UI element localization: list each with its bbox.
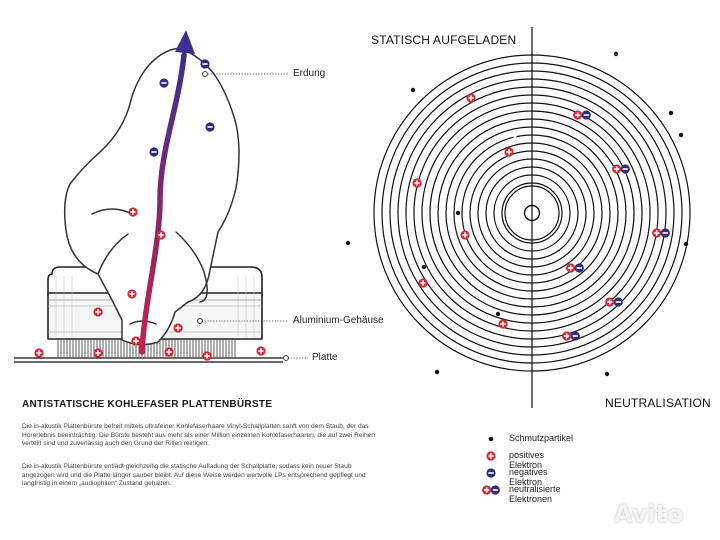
section-title: ANTISTATISCHE KOHLEFASER PLATTENBÜRSTE <box>22 399 273 410</box>
label-platte: Platte <box>312 352 338 363</box>
legend-label: neutralisierte Elektronen <box>509 484 561 504</box>
label-neutralisation: NEUTRALISATION <box>605 396 711 410</box>
dirt-particle-icon <box>478 432 506 446</box>
negative-electron-icon <box>478 466 506 480</box>
dirt-particles <box>345 51 689 377</box>
record-neutralized-pairs <box>562 110 670 340</box>
positive-electron-icon <box>478 449 506 463</box>
legend-symbols <box>482 436 500 495</box>
grounding-arrow <box>139 30 195 355</box>
label-erdung: Erdung <box>293 68 326 79</box>
label-statisch-aufgeladen: STATISCH AUFGELADEN <box>371 33 517 47</box>
legend-label: positives Elektron <box>509 450 545 470</box>
record-highlight <box>513 129 521 139</box>
legend-label: Schmutzpartikel <box>509 433 574 443</box>
callout-leaders <box>202 73 308 359</box>
description-paragraph-1: Die in-akustik Plattenbürste befreit mit… <box>22 423 375 448</box>
description-paragraph-2: Die in-akustik Plattenbürste entlädt gle… <box>22 463 366 488</box>
avito-watermark: Avito <box>614 500 684 528</box>
neutralized-electrons-icon <box>478 483 506 497</box>
legend-label: negatives Elektron <box>509 467 548 487</box>
callout-markers <box>197 71 289 361</box>
carbon-bristles <box>57 339 236 357</box>
label-gehaeuse: Aluminium-Gehäuse <box>293 315 384 326</box>
record-surface <box>14 357 283 363</box>
